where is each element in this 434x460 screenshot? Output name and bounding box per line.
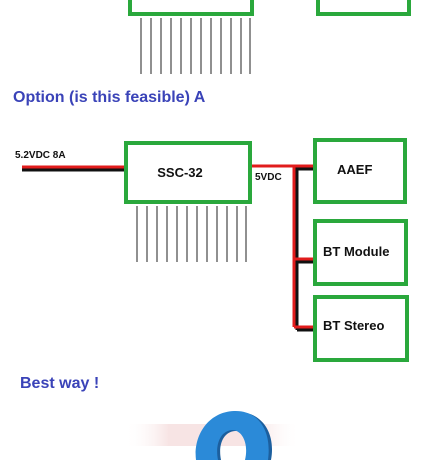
controller-box xyxy=(124,141,252,204)
option-heading: Option (is this feasible) A xyxy=(13,89,206,106)
previous-controller-box xyxy=(128,0,254,16)
controller-label: SSC-32 xyxy=(157,165,203,180)
controller-pin-header xyxy=(136,206,247,262)
previous-module-box xyxy=(316,0,411,16)
best-way-heading: Best way ! xyxy=(20,375,100,392)
power-input-wire xyxy=(22,165,127,172)
blue-arc xyxy=(195,410,269,460)
module-label-bt-stereo: BT Stereo xyxy=(323,318,384,333)
module-box-bt-module xyxy=(313,219,408,286)
bus-voltage-label: 5VDC xyxy=(255,172,282,183)
module-label-bt-module: BT Module xyxy=(323,244,389,259)
bus-wires xyxy=(252,164,314,332)
bottom-arc-graphic xyxy=(125,410,300,460)
module-label-aaef: AAEF xyxy=(337,162,372,177)
module-box-aaef xyxy=(313,138,407,204)
previous-diagram-fragment xyxy=(128,0,411,74)
power-input-label: 5.2VDC 8A xyxy=(15,150,66,161)
previous-pin-header xyxy=(140,18,251,74)
module-box-bt-stereo xyxy=(313,295,409,362)
